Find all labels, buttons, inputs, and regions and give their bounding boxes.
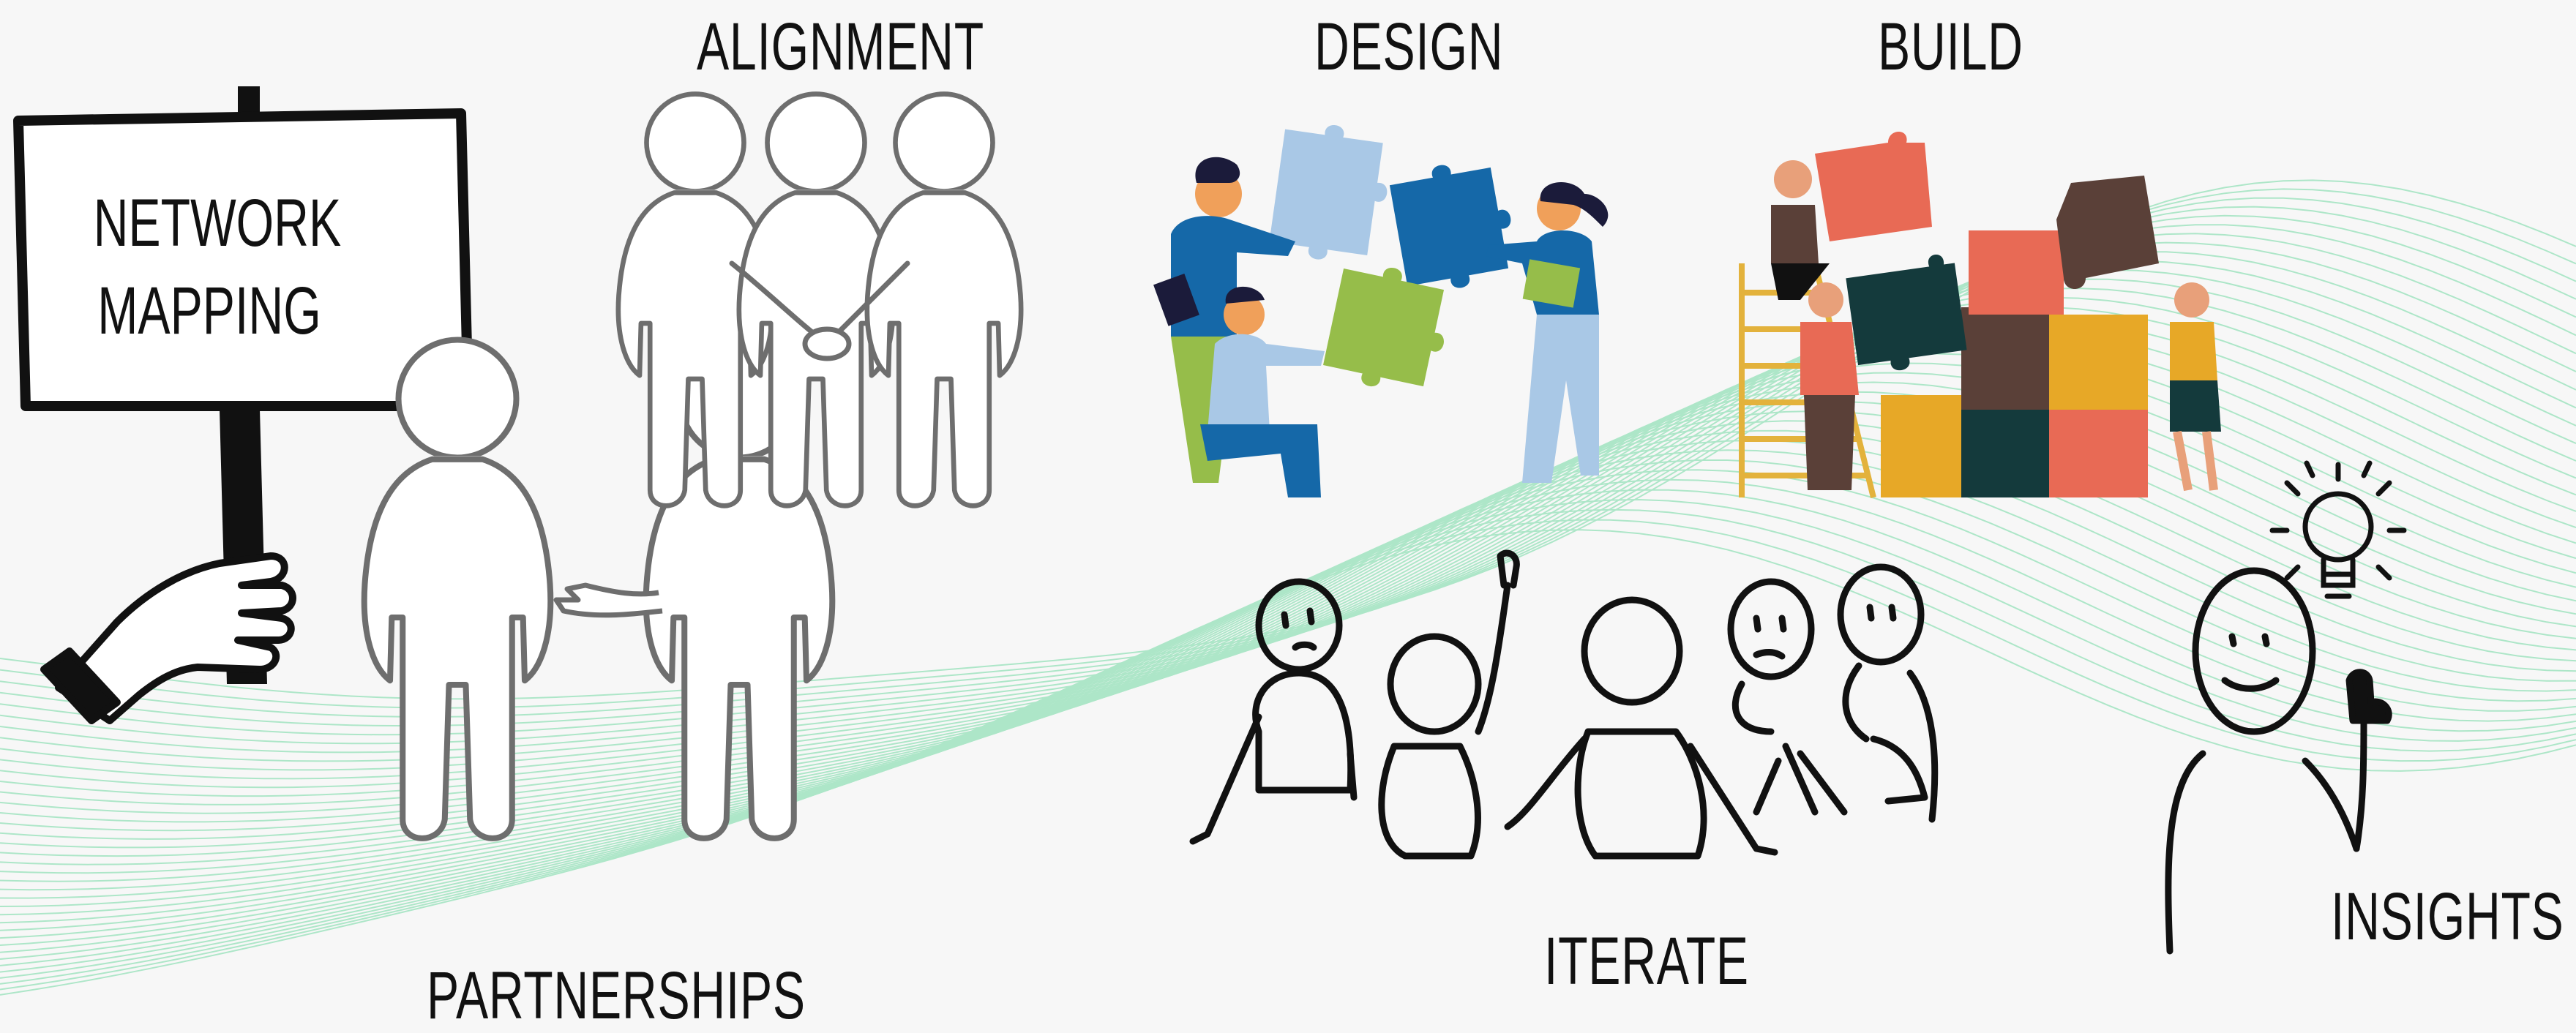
wave-line [0, 420, 2576, 924]
stage-label-partnerships: PARTNERSHIPS [427, 958, 806, 1033]
sign-line-2: MAPPING [97, 273, 321, 348]
wave-line [0, 410, 2576, 916]
wave-line [0, 449, 2576, 946]
puzzle-icon [1846, 254, 1967, 371]
sign-text: NETWORK MAPPING [93, 180, 342, 355]
wave-line [0, 529, 2576, 996]
stage-label-build: BUILD [1878, 10, 2023, 84]
stage-label-insights: INSIGHTS [2331, 879, 2564, 954]
puzzle-icon [1389, 165, 1511, 288]
puzzle-icon [1815, 132, 1932, 241]
stage-label-design: DESIGN [1314, 10, 1504, 84]
alignment-figures [618, 94, 1021, 506]
wave-line [0, 439, 2576, 939]
stage-label-alignment: ALIGNMENT [697, 10, 984, 84]
stage-label-iterate: ITERATE [1544, 924, 1749, 999]
partner-figure-left [364, 340, 551, 838]
puzzle-icon [1323, 268, 1445, 387]
hand-icon [40, 552, 296, 724]
partnership-figures [364, 340, 833, 838]
iterate-stick-figures [1189, 549, 1939, 860]
wave-line [0, 429, 2576, 931]
sign-line-1: NETWORK [93, 186, 342, 260]
puzzle-icon [2049, 410, 2148, 497]
wave-line [0, 508, 2576, 985]
build-puzzle-illustration [1739, 132, 2221, 498]
design-puzzle-illustration [1153, 125, 1609, 497]
lightbulb-icon [2269, 460, 2407, 599]
puzzle-icon [1961, 307, 2049, 410]
puzzle-icon [1969, 230, 2064, 315]
insights-figure [2165, 567, 2392, 955]
wave-line [0, 519, 2576, 991]
puzzle-icon [2056, 176, 2159, 289]
puzzle-icon [1269, 125, 1388, 260]
puzzle-icon [2049, 315, 2148, 410]
puzzle-icon [1881, 395, 1961, 497]
puzzle-icon [1961, 410, 2049, 497]
